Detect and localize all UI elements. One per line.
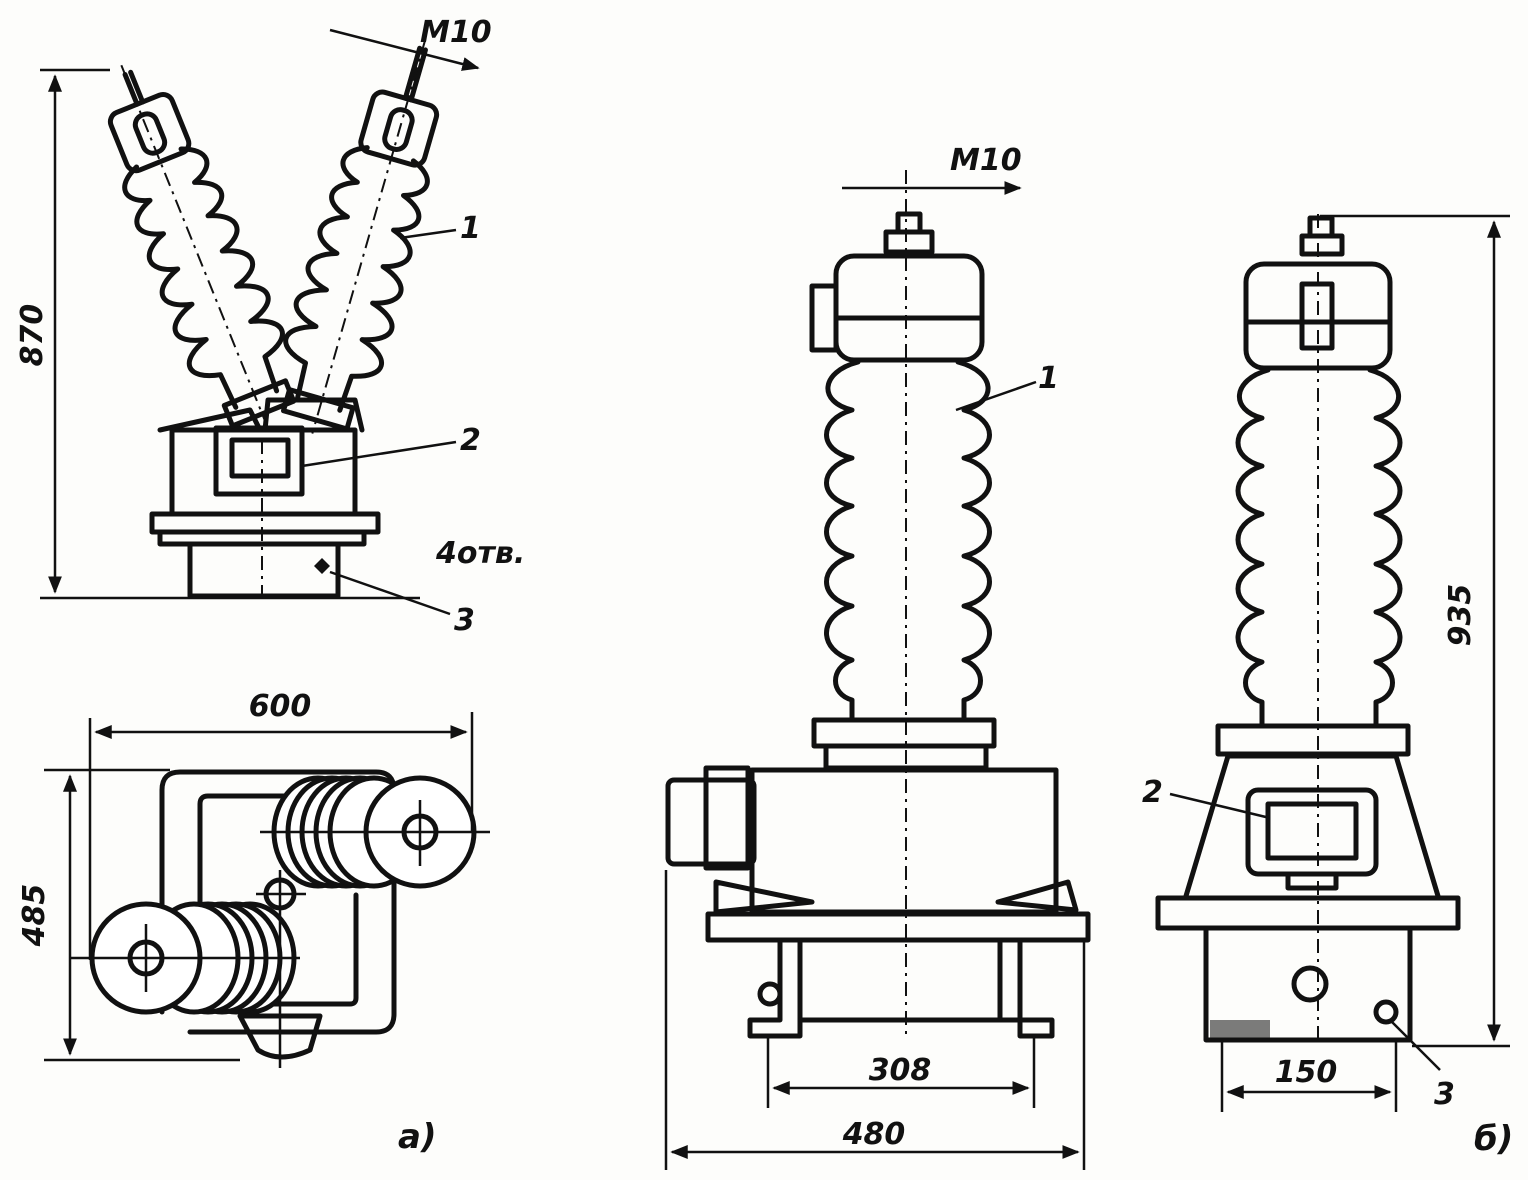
view-a-front: 870 M10 1 2 3 4отв. [15,15,525,638]
terminal-box [213,425,305,497]
thread-label-b: M10 [950,143,1022,178]
right-bushing [280,39,440,434]
head-cap [833,253,985,363]
top-right-bushing [260,775,490,889]
view-b-front: M10 1 308 480 [664,143,1091,1170]
callout-2-a: 2 [460,423,481,458]
callout-1-a: 1 [460,211,481,246]
hole-spacing-b: 150 [1275,1055,1338,1090]
caption-a: a) [398,1117,436,1157]
height-dimension-a: 870 [15,304,50,367]
callout-2-b: 2 [1142,775,1163,810]
inner-width-b: 308 [869,1053,932,1088]
outer-width-b: 480 [842,1117,906,1152]
base-flange [149,511,381,535]
holes-note: 4отв. [435,536,525,571]
lower-body [187,541,341,599]
thread-label-a: M10 [420,15,492,50]
callout-3-a: 3 [454,603,475,638]
height-dimension-b: 935 [1443,584,1478,647]
top-left-bushing [70,901,300,1015]
view-b-side: 935 2 150 3 б) [1142,214,1513,1159]
tank-body [749,767,1059,915]
view-a-top: 600 485 a) [17,689,490,1157]
base-frame [705,911,1091,943]
caption-b: б) [1474,1119,1513,1159]
depth-dimension-a: 485 [17,884,52,948]
callout-1-b: 1 [1038,361,1059,396]
width-dimension-a: 600 [249,689,312,724]
callout-3-b: 3 [1434,1077,1455,1112]
left-bushing [107,64,297,429]
